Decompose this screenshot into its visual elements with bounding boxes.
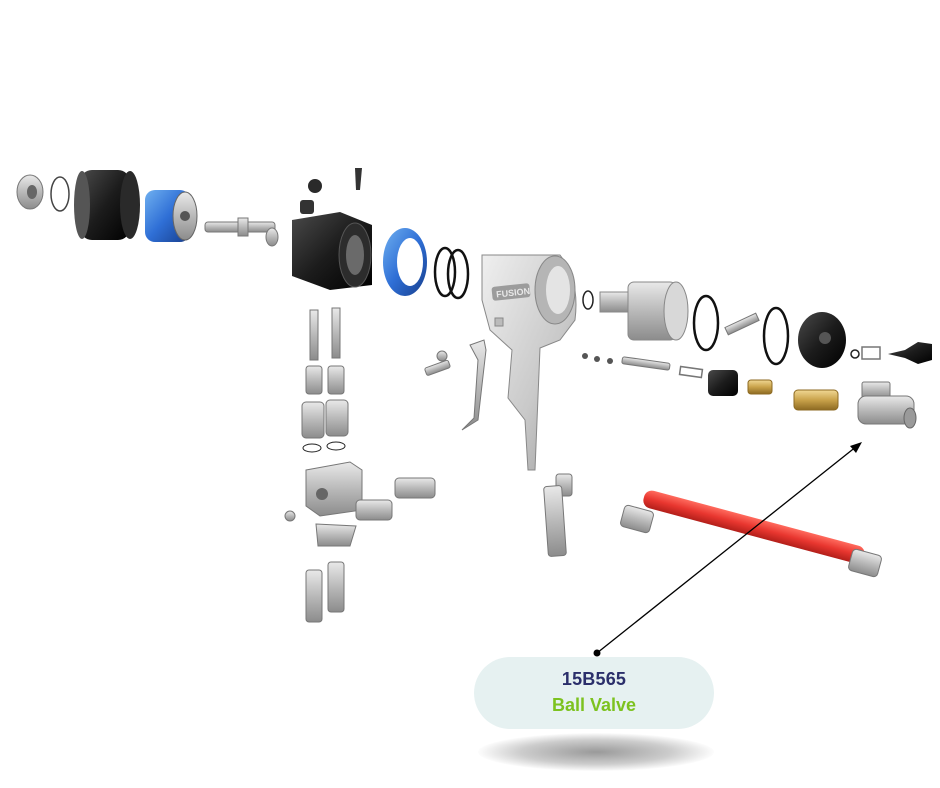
retaining-ring-blue <box>383 228 427 296</box>
callout-shadow <box>478 733 714 771</box>
retaining-ring-black <box>74 170 140 240</box>
mix-chamber-housing <box>292 168 372 290</box>
fluid-housing-part <box>284 461 436 547</box>
gun-body: FUSION <box>481 254 577 471</box>
piston-part <box>599 281 689 341</box>
end-cap-black <box>798 312 846 368</box>
valve-rod-part <box>204 217 279 247</box>
check-valve-column <box>301 307 349 453</box>
ball-valve-part <box>857 381 917 429</box>
air-inlet-fitting-part <box>543 473 573 557</box>
fluid-fittings-part <box>305 561 345 623</box>
o-ring-part <box>692 294 720 352</box>
trigger-part <box>424 339 487 431</box>
air-cap-part <box>16 174 44 210</box>
part-description: Ball Valve <box>551 695 637 715</box>
o-ring-part <box>433 246 457 298</box>
small-parts-row <box>582 353 839 411</box>
part-number: 15B565 <box>561 669 627 689</box>
o-ring-part <box>850 349 860 359</box>
part-callout: 15B565 Ball Valve <box>474 657 714 729</box>
o-ring-part <box>762 306 790 366</box>
gun-logo-text: FUSION <box>496 286 531 300</box>
hose-part <box>620 490 882 578</box>
handle-knob-part <box>888 342 932 364</box>
valve-stem-part <box>724 312 760 336</box>
front-block-blue <box>145 190 198 242</box>
o-ring-part <box>446 248 470 300</box>
o-ring-part <box>50 176 70 212</box>
spring-part <box>861 346 881 360</box>
o-ring-part <box>582 290 594 310</box>
callout-leader-arrow <box>593 442 862 657</box>
